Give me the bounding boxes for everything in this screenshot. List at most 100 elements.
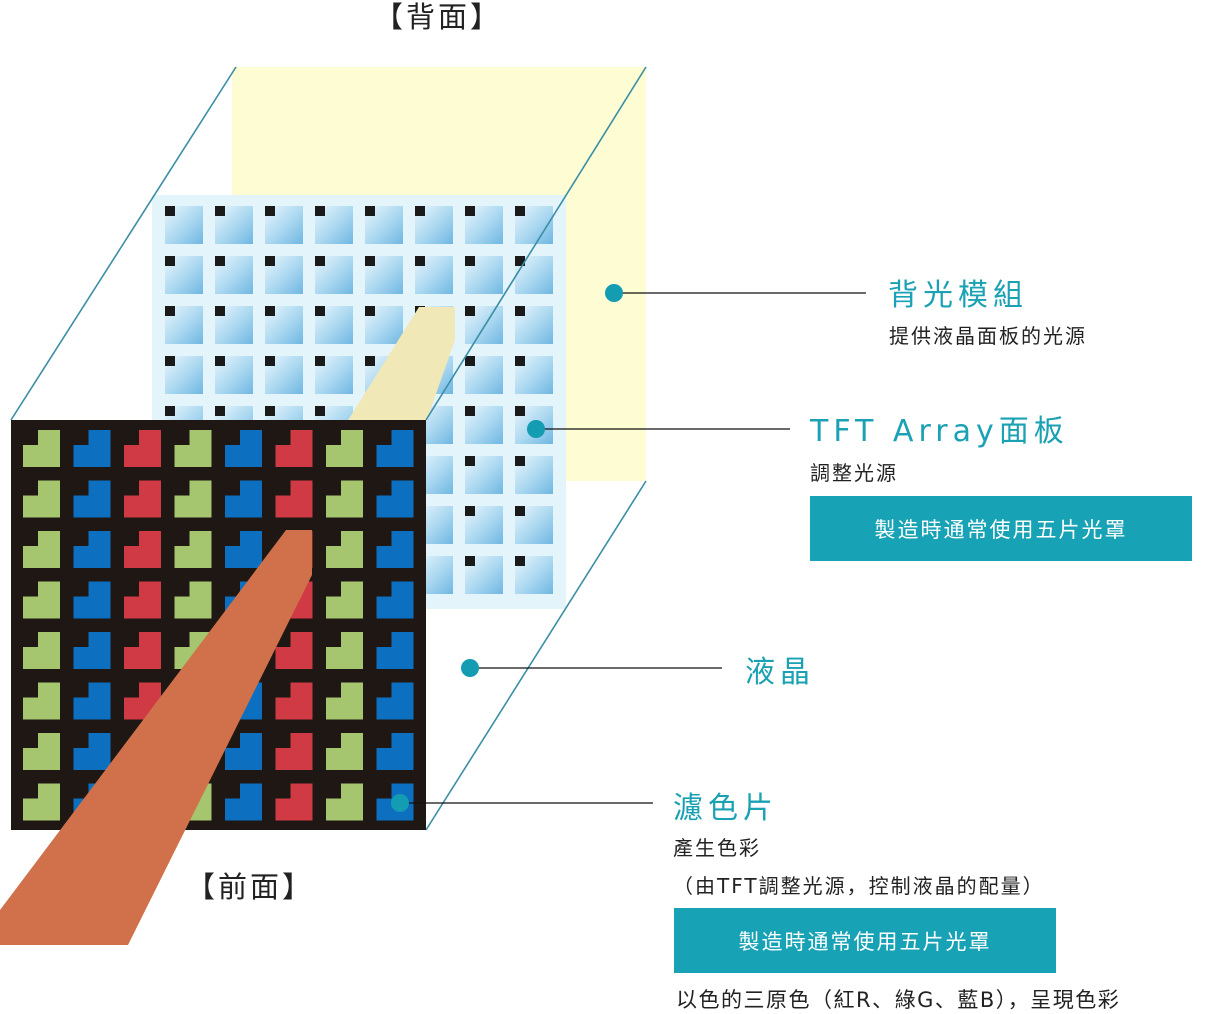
filter-cell-blue xyxy=(73,531,111,568)
filter-cell-red xyxy=(275,733,313,770)
tft-cell xyxy=(465,206,503,244)
filter-cell-green xyxy=(326,632,363,669)
filter-cell-green xyxy=(174,531,212,568)
filter-cell-blue xyxy=(376,480,414,518)
tft-transistor xyxy=(215,206,225,216)
tft-cell xyxy=(315,206,353,244)
tft-cell xyxy=(315,306,353,344)
filter-cell-green xyxy=(174,430,212,467)
tft-transistor xyxy=(465,506,475,516)
filter-cell-green xyxy=(326,531,363,568)
tft-transistor xyxy=(415,256,425,266)
filter-cell-blue xyxy=(376,733,414,770)
tft-cell xyxy=(465,556,503,594)
tft-transistor xyxy=(315,306,325,316)
tft-cell xyxy=(165,206,203,244)
filter-footer: 以色的三原色（紅R、綠G、藍B），呈現色彩 xyxy=(676,988,1121,1012)
tft-transistor xyxy=(315,406,325,416)
front-caption: 【前面】 xyxy=(186,870,315,904)
tft-cell xyxy=(465,406,503,444)
tft-transistor xyxy=(465,256,475,266)
tft-transistor xyxy=(165,356,175,366)
filter-cell-blue xyxy=(376,682,414,720)
tft-transistor xyxy=(465,206,475,216)
tft-transistor xyxy=(465,356,475,366)
tft-cell xyxy=(265,356,303,394)
filter-cell-blue xyxy=(376,632,414,669)
filter-cell-blue xyxy=(225,480,262,518)
tft-title: TFT Array面板 xyxy=(810,414,1069,449)
filter-cell-blue xyxy=(225,783,262,821)
filter-cell-blue xyxy=(73,682,111,720)
back-caption: 【背面】 xyxy=(374,0,503,34)
filter-cell-blue xyxy=(376,430,414,467)
tft-transistor xyxy=(415,206,425,216)
tft-transistor xyxy=(315,256,325,266)
tft-cell xyxy=(465,356,503,394)
tft-transistor xyxy=(515,256,525,266)
leader-backlight xyxy=(605,284,866,302)
filter-note: （由TFT調整光源，控制液晶的配量） xyxy=(673,874,1045,898)
filter-cell-blue xyxy=(73,480,111,518)
tft-cell xyxy=(365,306,403,344)
tft-desc: 調整光源 xyxy=(810,461,898,485)
tft-cell xyxy=(515,256,553,294)
liquid-crystal-title: 液晶 xyxy=(745,655,815,690)
tft-transistor xyxy=(315,206,325,216)
filter-cell-blue xyxy=(73,581,111,619)
tft-cell xyxy=(515,506,553,544)
tft-cell xyxy=(215,206,253,244)
tft-cell xyxy=(365,206,403,244)
tft-cell xyxy=(215,306,253,344)
tft-cell xyxy=(465,506,503,544)
filter-cell-blue xyxy=(73,430,111,467)
tft-transistor xyxy=(165,406,175,416)
filter-cell-red xyxy=(124,480,161,518)
filter-cell-red xyxy=(124,581,161,619)
filter-cell-green xyxy=(23,581,60,619)
tft-transistor xyxy=(515,206,525,216)
tft-transistor xyxy=(165,256,175,266)
tft-cell xyxy=(265,306,303,344)
leader-liquid-crystal xyxy=(461,659,722,677)
filter-cell-red xyxy=(275,682,313,720)
filter-cell-red xyxy=(275,632,313,669)
tft-transistor xyxy=(365,206,375,216)
filter-cell-green xyxy=(326,480,363,518)
tft-cell xyxy=(465,456,503,494)
leader-dot-tft xyxy=(527,420,545,438)
tft-transistor xyxy=(465,556,475,566)
filter-cell-red xyxy=(275,480,313,518)
filter-cell-red xyxy=(124,531,161,568)
filter-cell-green xyxy=(23,783,60,821)
tft-cell xyxy=(415,256,453,294)
filter-cell-blue xyxy=(376,581,414,619)
tft-transistor xyxy=(515,306,525,316)
filter-desc: 產生色彩 xyxy=(673,836,761,860)
tft-transistor xyxy=(465,406,475,416)
filter-cell-blue xyxy=(73,632,111,669)
leader-dot-liquid-crystal xyxy=(461,659,479,677)
tft-transistor xyxy=(365,256,375,266)
tft-transistor xyxy=(265,356,275,366)
filter-mask-band: 製造時通常使用五片光罩 xyxy=(674,908,1056,973)
filter-cell-green xyxy=(326,733,363,770)
tft-cell xyxy=(515,456,553,494)
filter-cell-green xyxy=(174,581,212,619)
tft-transistor xyxy=(315,356,325,366)
filter-cell-green xyxy=(326,682,363,720)
tft-cell xyxy=(265,206,303,244)
tft-cell xyxy=(515,206,553,244)
front-light-ray xyxy=(0,530,312,945)
filter-cell-green xyxy=(326,783,363,821)
tft-transistor xyxy=(515,406,525,416)
tft-transistor xyxy=(515,356,525,366)
tft-cell xyxy=(365,256,403,294)
tft-cell xyxy=(415,206,453,244)
tft-transistor xyxy=(465,456,475,466)
filter-cell-green xyxy=(23,531,60,568)
tft-cell xyxy=(165,256,203,294)
filter-cell-blue xyxy=(225,733,262,770)
tft-cell xyxy=(215,256,253,294)
